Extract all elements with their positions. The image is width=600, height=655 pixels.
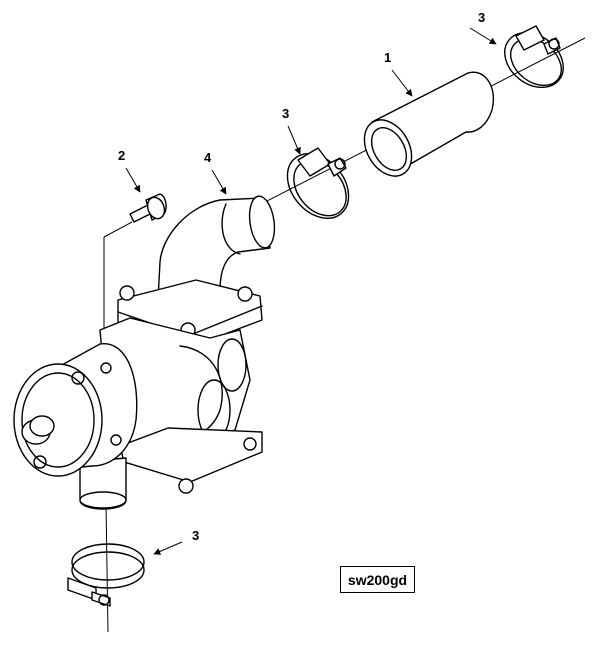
hose-clamp-top (504, 25, 564, 89)
callout-1: 1 (384, 50, 413, 97)
callout-3-top: 3 (469, 10, 497, 45)
callout-3-middle: 3 (282, 106, 301, 155)
hose-clamp-bottom (67, 543, 145, 607)
callout-2: 2 (118, 148, 141, 193)
hose-clamp-middle (286, 147, 350, 219)
pump-pulley (13, 343, 138, 477)
svg-text:3: 3 (282, 106, 289, 121)
svg-text:3: 3 (478, 10, 485, 25)
bolt (129, 193, 167, 223)
svg-text:2: 2 (118, 148, 125, 163)
water-pump-body (79, 279, 263, 510)
svg-text:3: 3 (192, 528, 199, 543)
hose (363, 71, 494, 177)
callout-4: 4 (204, 150, 227, 195)
svg-text:1: 1 (384, 50, 391, 65)
callout-3-bottom: 3 (153, 528, 199, 555)
figure-reference-code: sw200gd (340, 566, 415, 593)
svg-text:4: 4 (204, 150, 212, 165)
